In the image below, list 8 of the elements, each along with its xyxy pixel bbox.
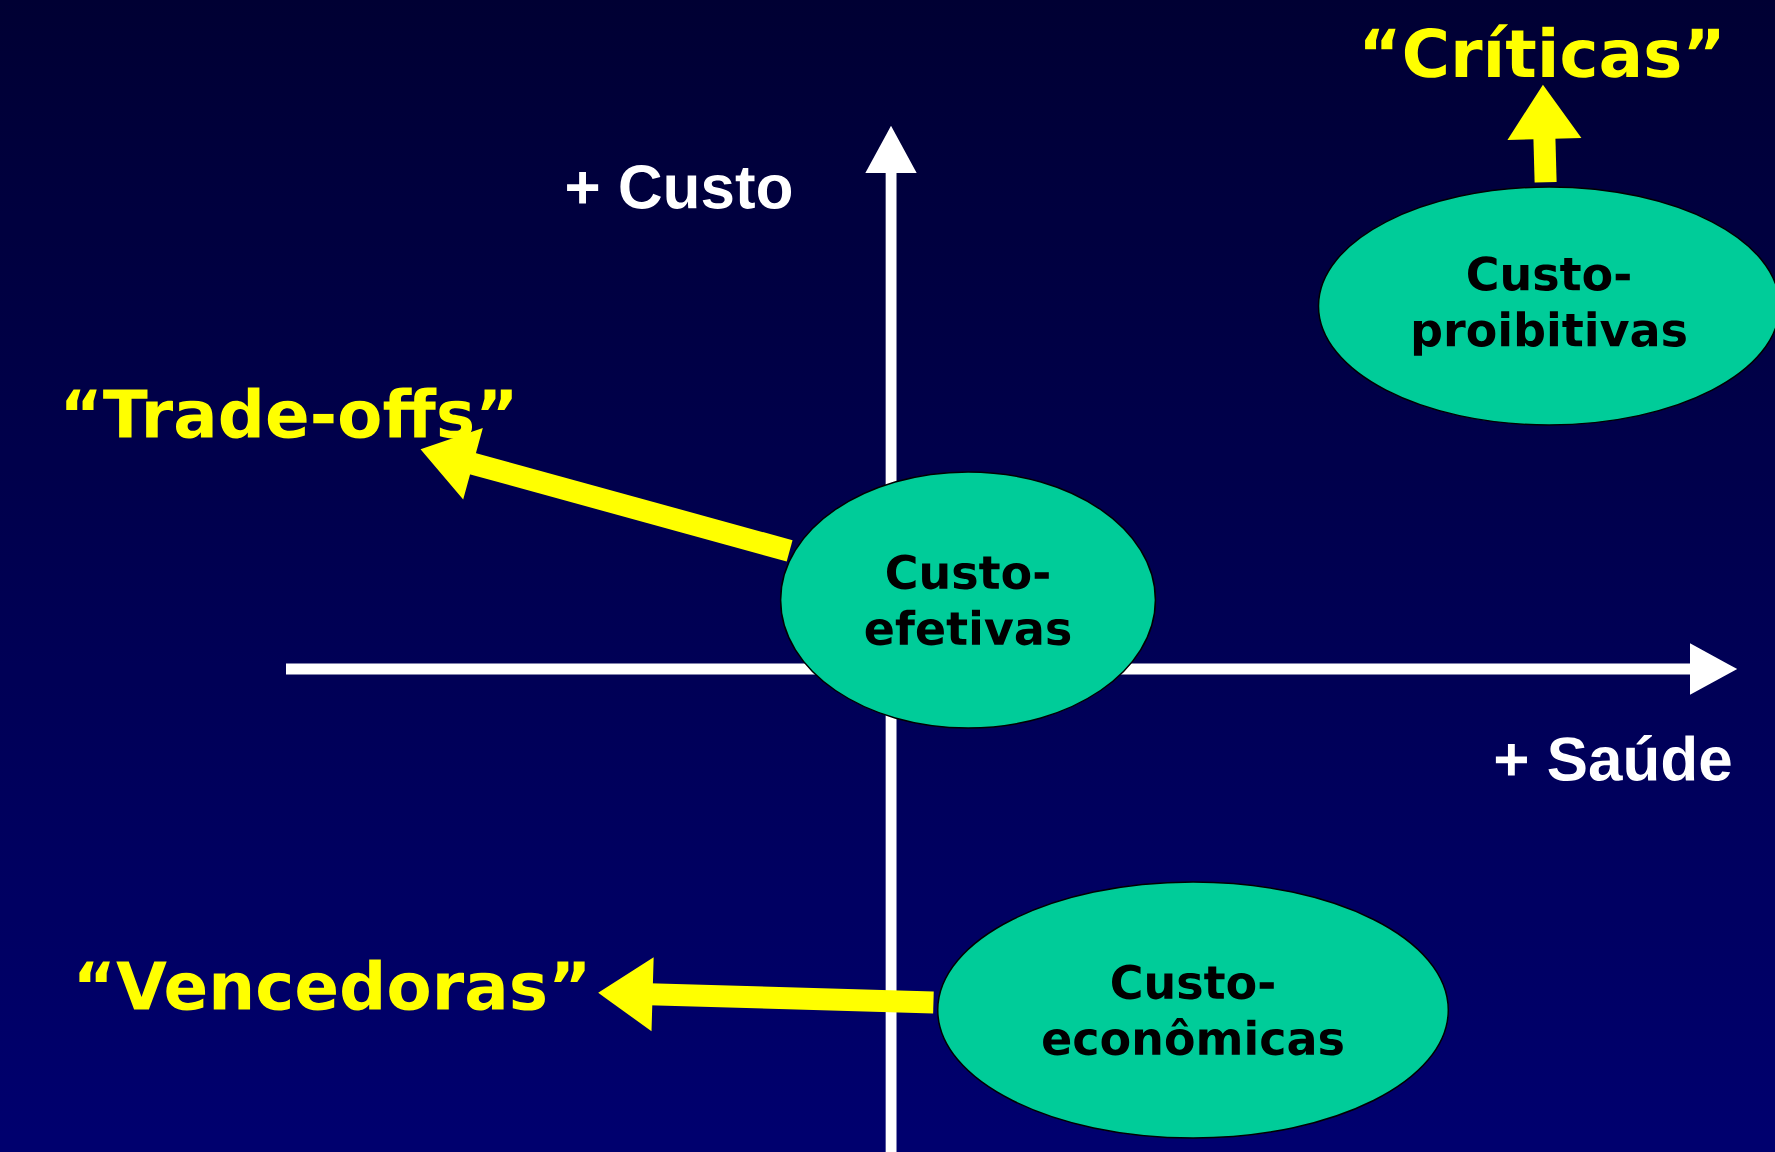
- axis-label: + Saúde: [1495, 734, 1731, 782]
- ellipse-bubble: Custo-efetivas: [779, 471, 1157, 729]
- callout-text: “Críticas”: [1365, 24, 1719, 78]
- callout-text: “Vencedoras”: [79, 959, 585, 1011]
- axis-label: + Custo: [567, 165, 792, 209]
- ellipse-bubble: Custo-econômicas: [937, 881, 1450, 1139]
- ellipse-bubble: Custo-proibitivas: [1317, 186, 1775, 426]
- callout-text: “Trade-offs”: [66, 387, 512, 439]
